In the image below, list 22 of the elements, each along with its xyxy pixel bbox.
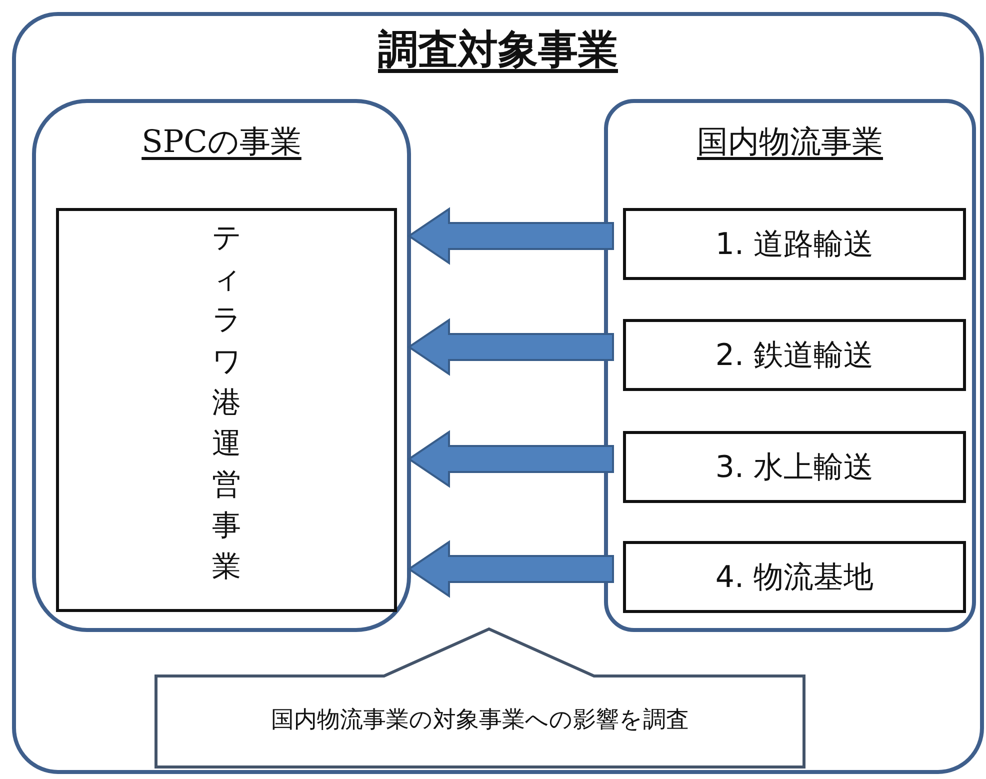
category-box: [623, 541, 966, 613]
callout-text: 国内物流事業の対象事業への影響を調査: [270, 706, 690, 735]
category-label: 3. 水上輸送: [715, 448, 874, 486]
category-box: [623, 431, 966, 503]
category-box: [623, 319, 966, 391]
category-label: 4. 物流基地: [715, 558, 874, 596]
group-heading: SPCの事業: [140, 123, 302, 162]
block-arrow: [407, 207, 614, 265]
group-panel: [604, 99, 976, 632]
category-label: 2. 鉄道輸送: [715, 336, 874, 374]
block-arrow: [407, 540, 614, 598]
category-box: [623, 208, 966, 280]
vertical-label: ティラワ港運営事業: [212, 219, 241, 586]
group-heading: 国内物流事業: [696, 123, 884, 162]
business-box: [56, 208, 397, 612]
outer-rounded-panel: [12, 12, 984, 774]
callout-box: [154, 626, 806, 769]
category-label: 1. 道路輸送: [715, 226, 874, 264]
block-arrow: [407, 318, 614, 376]
panel-heading: 調査対象事業: [377, 26, 619, 75]
group-panel: [32, 99, 411, 632]
block-arrow: [407, 430, 614, 488]
